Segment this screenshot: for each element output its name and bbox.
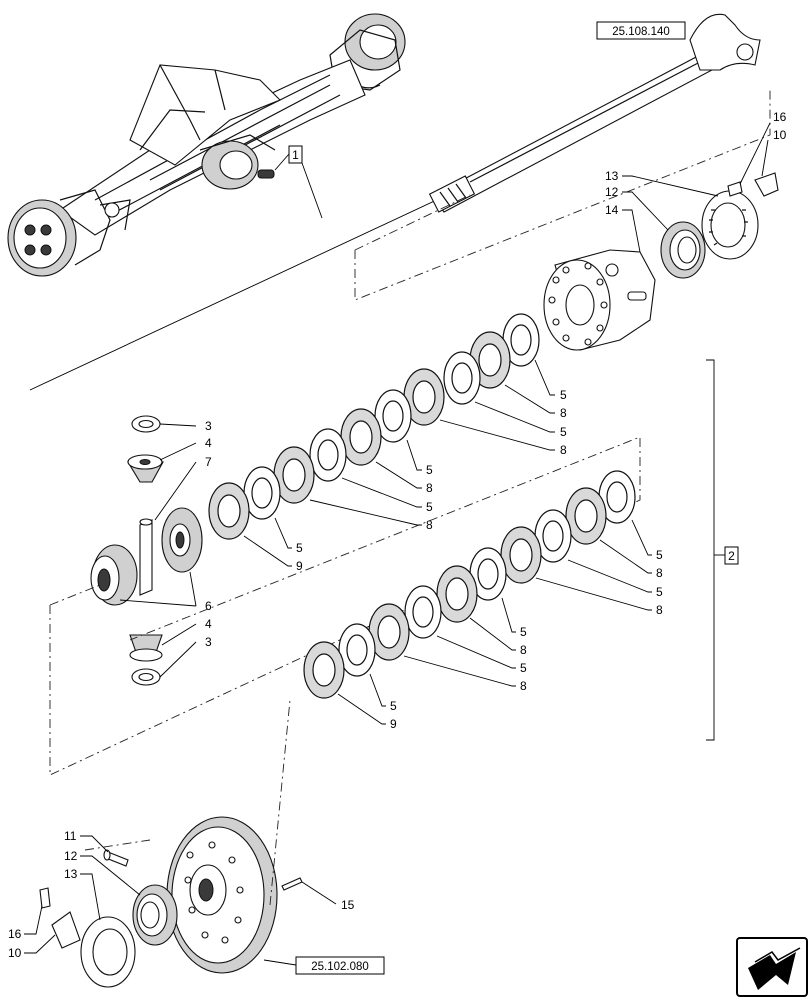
differential-housing (543, 249, 656, 351)
label-12-top: 12 (605, 185, 619, 199)
disc-pack-lower (303, 470, 636, 699)
rp2-label-1: 8 (426, 481, 433, 495)
rp5-label-3: 8 (520, 679, 527, 693)
rp1-label-0: 5 (560, 388, 567, 402)
drive-shaft (428, 13, 761, 213)
rp3-label-1: 9 (296, 559, 303, 573)
gear-set (90, 415, 203, 686)
disc-pack-dash-frame (49, 436, 641, 776)
label-13-top: 13 (605, 169, 619, 183)
callout-1: 1 (274, 145, 323, 219)
label-7: 7 (205, 455, 212, 469)
label-6: 6 (205, 599, 212, 613)
bolt-11 (103, 849, 129, 867)
navigation-arrow-icon[interactable] (736, 937, 808, 997)
rp1-label-1: 8 (560, 406, 567, 420)
rp3-label-0: 5 (296, 541, 303, 555)
callout-2: 2 (706, 359, 739, 741)
callout-labels: 3 4 7 6 4 3 16 10 13 12 14 5 8 5 8 5 8 (8, 110, 787, 960)
housing-dash-frame (354, 88, 771, 301)
dowel-pin-15 (281, 877, 303, 891)
rp2-label-2: 5 (426, 500, 433, 514)
rp5-label-2: 5 (520, 661, 527, 675)
rp4-label-3: 8 (656, 603, 663, 617)
rp6-label-1: 9 (390, 717, 397, 731)
bearing-12-top (660, 221, 706, 279)
rp2-label-3: 8 (426, 518, 433, 532)
ring-nut-13-top (701, 190, 759, 260)
rp4-label-0: 5 (656, 548, 663, 562)
bearing-12-bottom (132, 884, 178, 946)
rp2-label-0: 5 (426, 463, 433, 477)
lock-plate-10-top (727, 172, 779, 197)
axle-assembly (7, 13, 406, 277)
label-3-bottom: 3 (205, 635, 212, 649)
label-13-bottom: 13 (64, 867, 78, 881)
boxed-label-1: 1 (292, 148, 299, 162)
label-4-top: 4 (205, 436, 212, 450)
rp4-label-1: 8 (656, 566, 663, 580)
label-4-bottom: 4 (205, 617, 212, 631)
rp1-label-3: 8 (560, 443, 567, 457)
ref-code-bottom: 25.102.080 (311, 961, 369, 973)
rp6-label-0: 5 (390, 699, 397, 713)
crown-wheel (166, 816, 278, 974)
label-14: 14 (605, 203, 619, 217)
rp5-label-1: 8 (520, 643, 527, 657)
rp4-label-2: 5 (656, 585, 663, 599)
ref-code-top: 25.108.140 (612, 26, 670, 38)
label-10-bottom: 10 (8, 946, 22, 960)
rp1-label-2: 5 (560, 425, 567, 439)
boxed-label-2: 2 (728, 549, 735, 563)
label-16-bottom: 16 (8, 927, 22, 941)
label-15: 15 (341, 898, 355, 912)
rp5-label-0: 5 (520, 625, 527, 639)
label-10-top: 10 (773, 128, 787, 142)
disc-pack-upper (208, 313, 540, 540)
label-16-top: 16 (773, 110, 787, 124)
ring-nut-13-bottom (80, 916, 136, 988)
lock-plate-10-bottom (39, 887, 81, 949)
ref-box-top[interactable]: 25.108.140 (596, 21, 686, 40)
label-12-bottom: 12 (64, 849, 78, 863)
label-3-top: 3 (205, 419, 212, 433)
ref-box-bottom[interactable]: 25.102.080 (263, 956, 385, 975)
label-11: 11 (64, 829, 77, 843)
